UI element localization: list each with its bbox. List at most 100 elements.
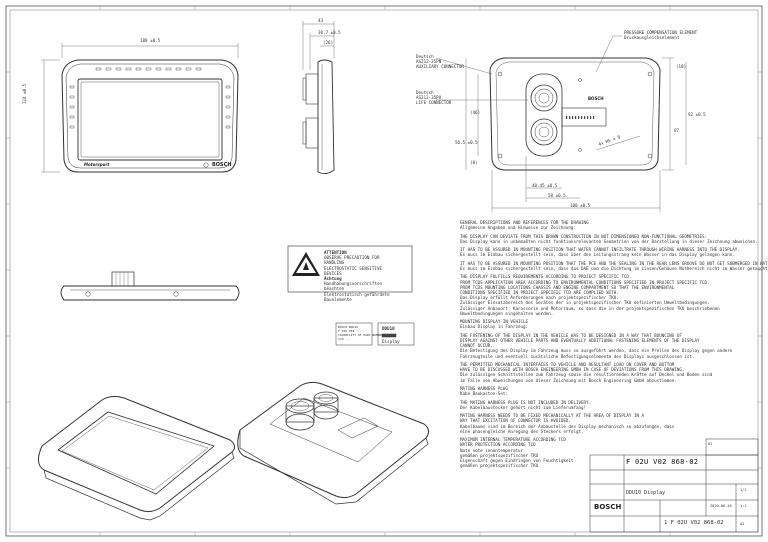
life-connector-label-de: Deutsch bbox=[416, 90, 434, 95]
esd-title: ATTENTION bbox=[324, 250, 347, 255]
note-de: Es muss im Einbau sichergestellt sein, d… bbox=[460, 265, 768, 271]
note-de: Einbau Display in Fahrzeug: bbox=[460, 324, 529, 330]
note: THE FASTENING OF THE DISPLAY IN THE VEHI… bbox=[460, 333, 760, 359]
aux-connector-label-de: Deutsch bbox=[416, 54, 434, 59]
note: MAXIMUM INTERNAL TEMPERATURE ACCORDING T… bbox=[460, 437, 760, 468]
part-label-line: F 02U V02 ... bbox=[338, 329, 362, 333]
note: THE DISPLAY FULFILLS REQUIREMENTS ACCORD… bbox=[460, 274, 760, 316]
esd-line: HANDLING bbox=[324, 260, 345, 266]
rear-left-dimension-3: (8) bbox=[470, 160, 478, 165]
note-en: MOUNTING DISPLAY IN VEHICLE bbox=[460, 319, 529, 325]
note: THE MATING HARNESS PLUG IS NOT INCLUDED … bbox=[460, 400, 760, 410]
motorsport-logo: Motorsport bbox=[84, 162, 110, 167]
note-de: Es muss im Einbau sichergestellt sein, d… bbox=[460, 252, 735, 258]
note-en: GENERAL DESCRIPTIONS AND REFERENCES FOR … bbox=[460, 220, 589, 225]
note-de: Die Befestigung des Display im Fahrzeug … bbox=[460, 348, 733, 359]
title-date: 2020-06-16 bbox=[710, 504, 732, 508]
bosch-logo-front: BOSCH bbox=[212, 162, 232, 168]
aux-connector-part: AS212-35PN bbox=[416, 59, 442, 64]
bosch-logo-title-block: BOSCH bbox=[594, 503, 622, 511]
esd-line-de: Elektrostatisch gefährdete bbox=[324, 291, 390, 297]
side-view bbox=[302, 21, 335, 175]
esd-line: DEVICES bbox=[324, 270, 342, 276]
note-en: IT HAS TO BE ASSURED IN MOUNTING POSITIO… bbox=[460, 260, 768, 266]
note-de: WATER PROTECTION ACCORDING TCD Note note… bbox=[460, 442, 574, 469]
rear-right-dimension-3: 87 bbox=[674, 128, 680, 133]
esd-line: OBSERVE PRECAUTION FOR bbox=[324, 255, 380, 261]
note-de: Der Kabelbaustecker gehört nicht zum Lie… bbox=[460, 404, 587, 410]
life-connector-name: LIFE CONNECTOR bbox=[416, 100, 452, 105]
note-de: Kabe Baukasten-Set: bbox=[460, 391, 508, 397]
note-en: THE FASTENING OF THE DISPLAY IN THE VEHI… bbox=[460, 332, 700, 349]
title-block-grid bbox=[589, 438, 759, 533]
side-depth-2-dimension: (26) bbox=[323, 40, 334, 45]
front-width-dimension: 188 ±0.5 bbox=[140, 38, 161, 43]
aux-connector-name: AUXILIARY CONNECTOR bbox=[416, 64, 464, 69]
note: IT HAS TO BE ASSURED IN MOUNTING POSITIO… bbox=[460, 260, 768, 271]
title-sheet: 1/1 bbox=[740, 488, 747, 492]
note-en: THE DISPLAY CAN DEVIATE FROM THIS DRAWN … bbox=[460, 233, 708, 239]
note: THE PERMITTED MECHANICAL INTERFACES TO V… bbox=[460, 362, 760, 383]
rear-left-dimension-2: 56.5 ±0.5 bbox=[455, 140, 478, 145]
note-en: THE DISPLAY FULFILLS REQUIREMENTS ACCORD… bbox=[460, 274, 710, 295]
title-doc-number-small: 1 F 02U V02 868-02 bbox=[664, 520, 724, 526]
esd-title-de: Achtung bbox=[324, 276, 342, 282]
esd-line-de: Bauelemente bbox=[324, 296, 352, 302]
title-rev: 01 bbox=[708, 442, 713, 446]
rear-right-dimension-1: (10) bbox=[676, 64, 687, 69]
part-label-line: BOSCH DDU10 bbox=[338, 325, 358, 329]
front-height-dimension: 124 ±0.5 bbox=[22, 83, 27, 104]
rear-bottom-dimension-2: 58 ±0.5 bbox=[548, 193, 566, 198]
side-depth-total-dimension: 43 bbox=[318, 18, 324, 23]
esd-label-graphic bbox=[287, 245, 413, 293]
note-en: MATING HARNESS PLUG bbox=[460, 385, 508, 391]
title-doc-number: F 02U V02 868-02 bbox=[626, 458, 699, 466]
note-en: IT HAS TO BE ASSURED IN MOUNTING POSITIO… bbox=[460, 247, 740, 253]
note-en: THE PERMITTED MECHANICAL INTERFACES TO V… bbox=[460, 361, 685, 373]
note-de: Das Display erfüllt Anforderungen nach p… bbox=[460, 295, 720, 316]
rear-bottom-dimension-1: 40.45 ±0.5 bbox=[532, 183, 558, 188]
note-de: Allgemeine Angaben und Hinweise zur Zeic… bbox=[460, 225, 576, 231]
part-labels-graphic bbox=[335, 322, 415, 346]
part-label-line: S/N ... bbox=[338, 337, 351, 341]
rear-view bbox=[435, 35, 687, 212]
iso-front-view bbox=[38, 395, 236, 521]
esd-label: ATTENTION OBSERVE PRECAUTION FOR HANDLIN… bbox=[324, 250, 390, 302]
note-de: Das Display kann in unbemaßten nicht fun… bbox=[460, 238, 758, 244]
part-label-right-title: DDU10 bbox=[382, 326, 395, 331]
note: GENERAL DESCRIPTIONS AND REFERENCES FOR … bbox=[460, 220, 760, 230]
life-connector-part: AS212-35PA bbox=[416, 95, 442, 100]
note: MATING HARNESS NEEDS TO BE FIXED MECHANI… bbox=[460, 413, 760, 434]
esd-line-de: beachten bbox=[324, 286, 345, 292]
note-en: MATING HARNESS NEEDS TO BE FIXED MECHANI… bbox=[460, 413, 645, 424]
rear-left-dimension-1: (46) bbox=[470, 110, 481, 115]
esd-line: ELECTROSTATIC SENSITIVE bbox=[324, 265, 382, 271]
side-depth-1-dimension: 30.7 ±0.5 bbox=[318, 30, 341, 35]
note-de: Die zulässigen Schnittstellen zum Fahrze… bbox=[460, 372, 713, 383]
note: IT HAS TO BE ASSURED IN MOUNTING POSITIO… bbox=[460, 247, 760, 257]
title-product: DDU10 Display bbox=[626, 490, 666, 496]
part-label-line: CAPABILITY OF PART NUMBER bbox=[338, 333, 384, 337]
rear-bottom-dimension-3: 100 ±0.5 bbox=[570, 203, 591, 208]
title-scale: 1:1 bbox=[740, 504, 747, 508]
pressure-element-label: PRESSURE COMPENSATION ELEMENT bbox=[624, 30, 698, 35]
bosch-logo-rear-plate: BOSCH bbox=[588, 96, 604, 101]
pressure-element-label-de: Druckausgleichselement bbox=[624, 35, 680, 40]
part-label-left: BOSCH DDU10 F 02U V02 ... CAPABILITY OF … bbox=[338, 325, 383, 341]
title-format: A2 bbox=[740, 522, 745, 526]
drawing-notes: GENERAL DESCRIPTIONS AND REFERENCES FOR … bbox=[460, 220, 768, 472]
frame-ticks bbox=[6, 6, 762, 536]
note-de: Kabelbaums sind im Bereich der Anbaustel… bbox=[460, 423, 675, 434]
front-view bbox=[41, 43, 239, 173]
bottom-view bbox=[60, 271, 240, 301]
rear-right-dimension-2: 92 ±0.5 bbox=[688, 112, 706, 117]
esd-line-de: Handhabungsvorschriften bbox=[324, 281, 382, 287]
part-label-right-sub: Display bbox=[382, 339, 400, 344]
note-en: THE MATING HARNESS PLUG IS NOT INCLUDED … bbox=[460, 399, 592, 405]
note: THE DISPLAY CAN DEVIATE FROM THIS DRAWN … bbox=[460, 234, 760, 244]
note-en: MAXIMUM INTERNAL TEMPERATURE ACCORDING T… bbox=[460, 437, 566, 443]
